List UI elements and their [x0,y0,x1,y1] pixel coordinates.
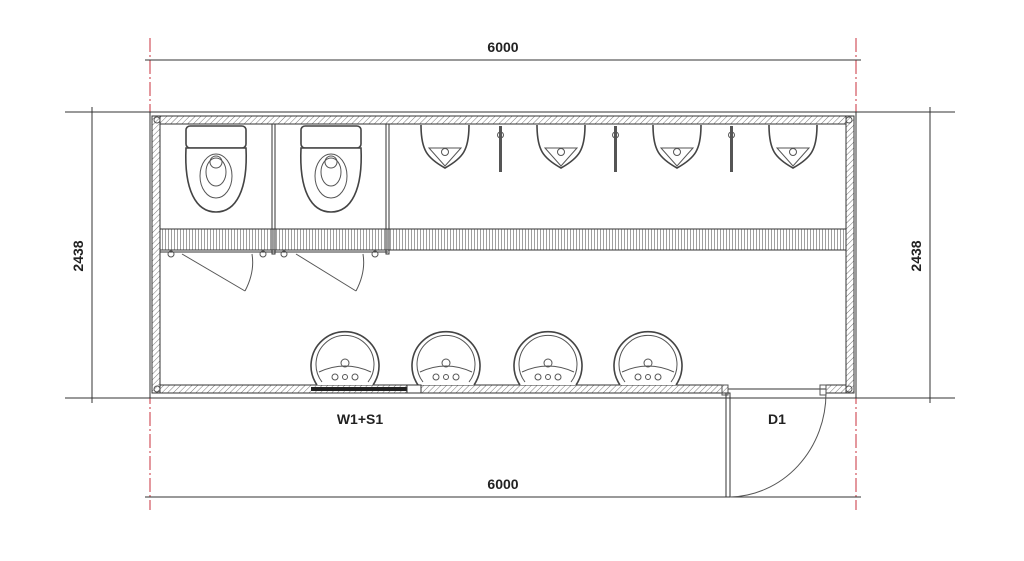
entrance-door: D1 [721,384,827,498]
urinal-screen [612,126,619,172]
dimension-bottom: 6000 [145,476,861,498]
dimension-right-label: 2438 [908,240,924,271]
sink [613,330,683,386]
urinal [420,124,470,169]
stall-door [167,250,267,292]
sink [310,330,380,386]
stall-door [280,250,379,292]
wall-bottom [153,384,729,394]
walls [149,111,857,399]
urinal-screen [728,126,735,172]
wall-left [151,115,161,394]
urinal [768,124,818,169]
door-leaf [725,392,731,498]
dimension-right: 2438 [856,107,955,403]
corner-post [845,385,853,393]
toilet [185,125,247,213]
center-lines [65,38,955,510]
corner-post [845,116,853,124]
container-outline [149,111,857,399]
dimension-top: 6000 [145,39,861,61]
stall-divider [271,123,276,255]
urinal [652,124,702,169]
sink [513,330,583,386]
dimension-left-label: 2438 [70,240,86,271]
partition-strip [159,228,847,251]
dimension-left: 2438 [65,107,150,403]
sink [411,330,481,386]
wall-right [845,115,855,394]
window: W1+S1 [311,384,422,427]
wall-top [153,115,853,125]
dimension-top-label: 6000 [487,39,518,55]
door-swing-arc [729,392,827,498]
urinal [536,124,586,169]
stall-divider [385,123,390,255]
window-label: W1+S1 [337,411,384,427]
door-label: D1 [768,411,786,427]
corner-post [153,116,161,124]
dimension-bottom-label: 6000 [487,476,518,492]
urinal-screen [497,126,504,172]
corner-post [153,385,161,393]
toilet [300,125,362,213]
